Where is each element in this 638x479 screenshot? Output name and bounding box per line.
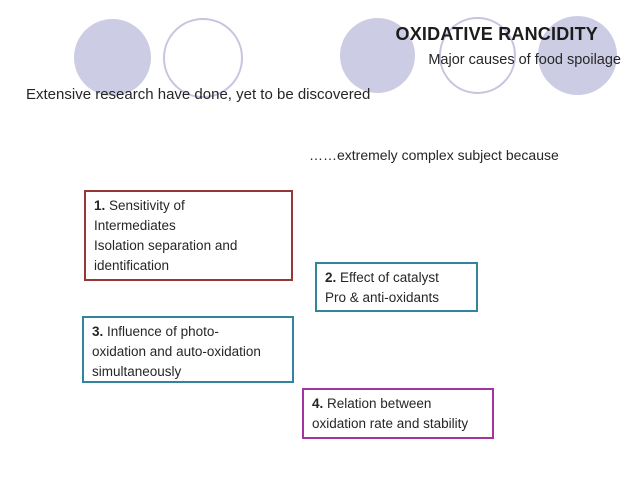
cause-4-number: 4. [312, 396, 324, 411]
cause-box-4: 4. Relation between oxidation rate and s… [302, 388, 494, 439]
cause-4-text: Relation between oxidation rate and stab… [312, 396, 469, 431]
decor-circle-filled-1 [74, 19, 151, 96]
intro-text: Extensive research have done, yet to be … [26, 86, 371, 103]
decor-circle-filled-2 [340, 18, 415, 93]
cause-3-text: Influence of photo- oxidation and auto-o… [92, 324, 261, 379]
decor-circle-filled-3 [538, 16, 617, 95]
cause-1-number: 1. [94, 198, 106, 213]
decor-circle-outline-2 [439, 17, 516, 94]
cause-box-3: 3. Influence of photo- oxidation and aut… [82, 316, 294, 383]
slide-title: OXIDATIVE RANCIDITY [395, 24, 598, 44]
cause-1-text: Sensitivity of Intermediates Isolation s… [94, 198, 238, 273]
slide-subtitle: Major causes of food spoilage [428, 52, 621, 68]
cause-box-2: 2. Effect of catalyst Pro & anti-oxidant… [315, 262, 478, 312]
note-text: ……extremely complex subject because [309, 147, 559, 163]
cause-box-1: 1. Sensitivity of Intermediates Isolatio… [84, 190, 293, 281]
decor-circle-outline-1 [163, 18, 243, 98]
cause-3-number: 3. [92, 324, 104, 339]
cause-2-text: Effect of catalyst Pro & anti-oxidants [325, 270, 440, 305]
cause-2-number: 2. [325, 270, 337, 285]
